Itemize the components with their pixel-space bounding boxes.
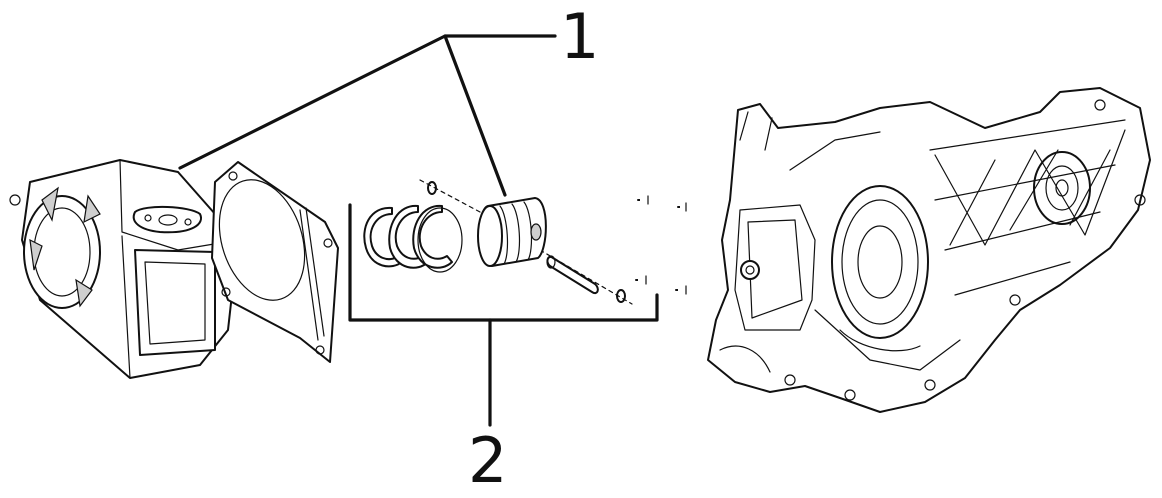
piston-icon [477, 197, 547, 267]
callout-label-1: 1 [560, 0, 600, 73]
gasket-icon [211, 161, 339, 363]
callout-1-leader [178, 34, 557, 197]
cylinder-icon [9, 159, 239, 379]
piston-pin-icon [546, 255, 599, 294]
callout-label-2: 2 [468, 424, 508, 497]
crankcase-icon [707, 87, 1151, 413]
callout-2-bracket [348, 203, 659, 427]
piston-rings-icon [363, 204, 463, 273]
